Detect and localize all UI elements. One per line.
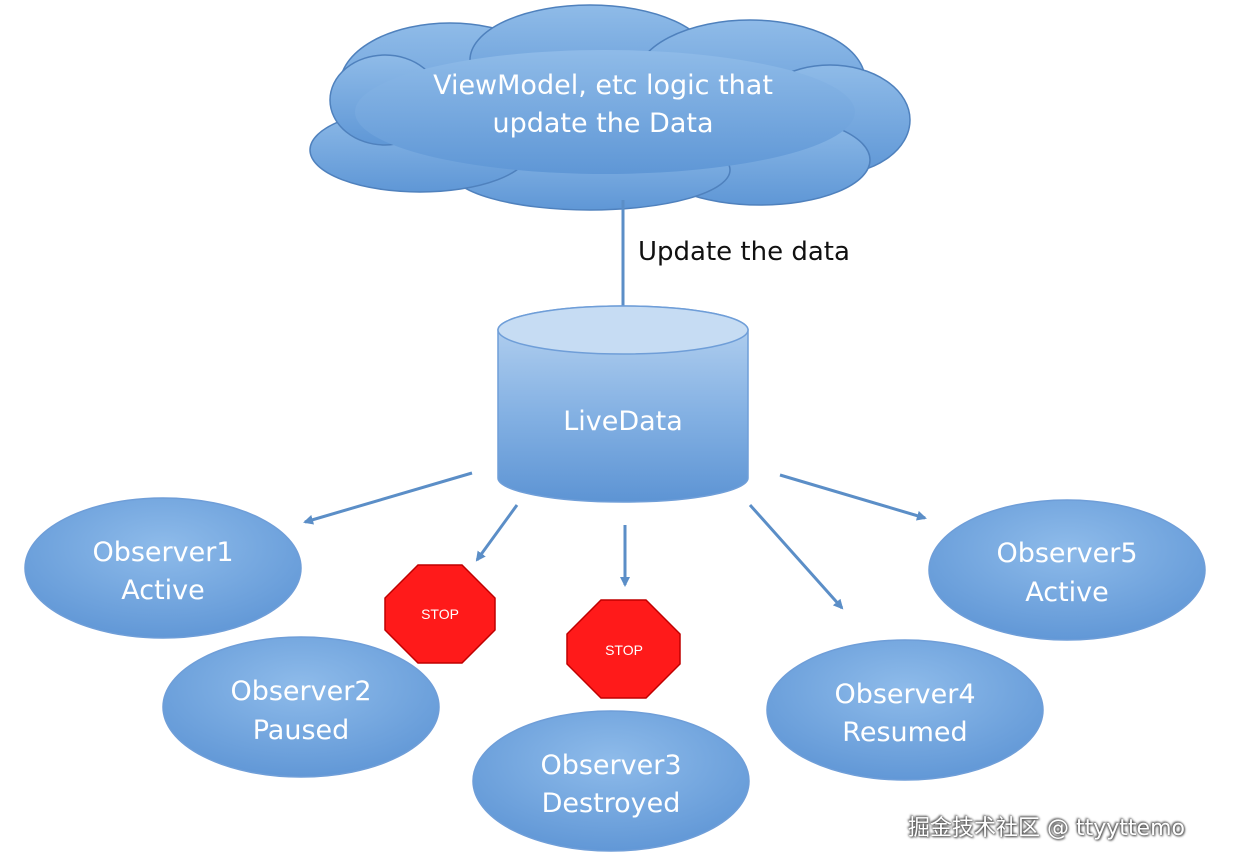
arrow-to-observer2 xyxy=(475,504,519,562)
update-edge-label: Update the data xyxy=(638,237,850,267)
observer4-node: Observer4 Resumed xyxy=(766,639,1044,781)
watermark: 掘金技术社区 @ ttyyttemo xyxy=(908,816,1185,841)
livedata-label: LiveData xyxy=(563,406,683,437)
stop-sign-label: STOP xyxy=(421,606,459,622)
observer1-name: Observer1 xyxy=(92,537,233,568)
arrow-to-observer1 xyxy=(303,471,473,525)
arrow-to-observer4 xyxy=(748,504,844,610)
observer4-name: Observer4 xyxy=(834,679,975,710)
cloud-text-line2: update the Data xyxy=(492,108,713,139)
cloud-text-line1: ViewModel, etc logic that xyxy=(433,70,773,101)
observer3-state: Destroyed xyxy=(542,788,681,819)
arrow-to-observer5 xyxy=(779,473,927,521)
stop-sign-icon: STOP xyxy=(566,599,681,699)
observer4-state: Resumed xyxy=(842,717,967,748)
stop-sign-icon: STOP xyxy=(384,564,496,664)
observer5-node: Observer5 Active xyxy=(928,499,1206,641)
observer5-name: Observer5 xyxy=(996,538,1137,569)
observer2-node: Observer2 Paused xyxy=(162,636,440,778)
observer3-node: Observer3 Destroyed xyxy=(472,710,750,852)
viewmodel-cloud: ViewModel, etc logic that update the Dat… xyxy=(309,4,911,211)
observer3-name: Observer3 xyxy=(540,750,681,781)
observer5-state: Active xyxy=(1025,577,1109,608)
observer1-node: Observer1 Active xyxy=(24,497,302,639)
observer2-state: Paused xyxy=(253,715,350,746)
observer1-state: Active xyxy=(121,575,205,606)
observer2-name: Observer2 xyxy=(230,676,371,707)
stop-sign-label: STOP xyxy=(605,642,643,658)
livedata-cylinder: LiveData xyxy=(497,305,749,503)
